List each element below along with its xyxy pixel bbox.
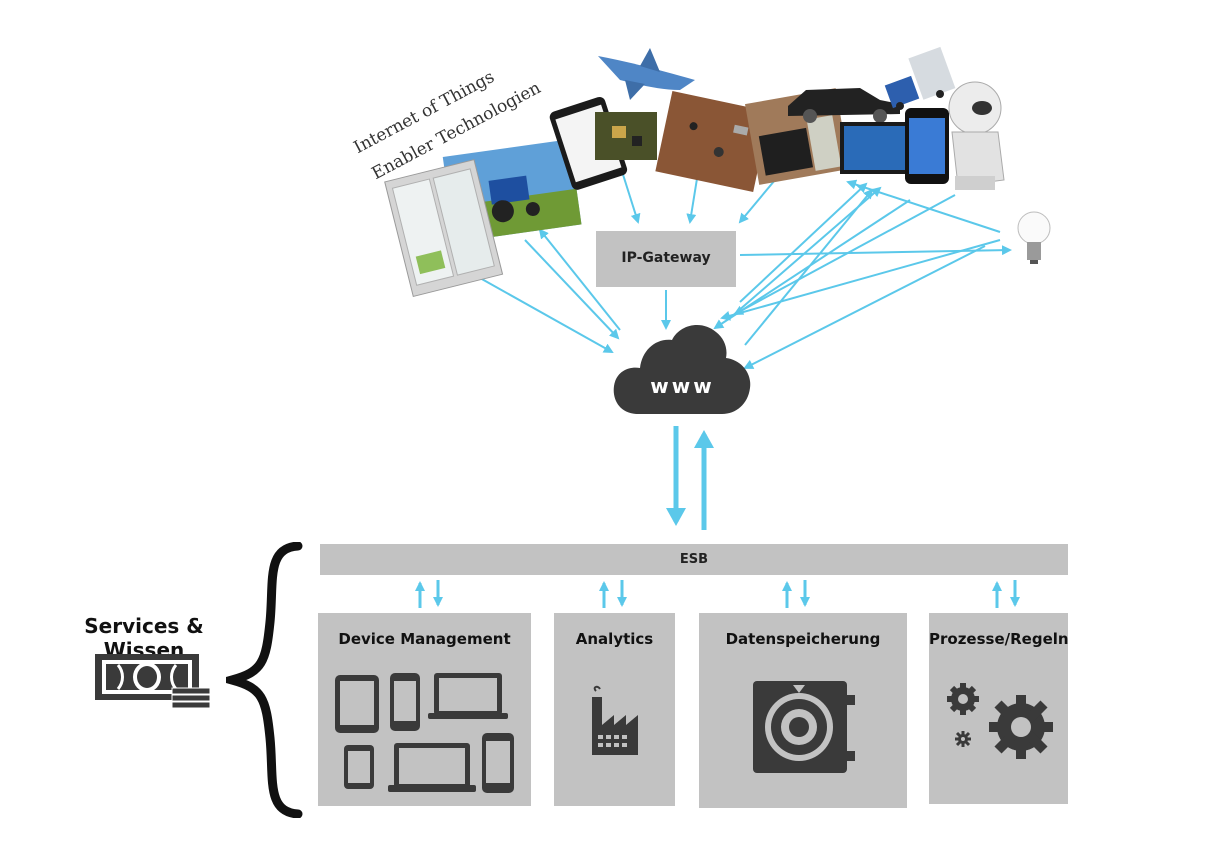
- arrow-fridge-cloud: [479, 277, 614, 353]
- arrow-tv-cloud-a: [739, 182, 868, 303]
- shark-image: [598, 48, 695, 100]
- esb-bar: ESB: [320, 544, 1068, 575]
- safe-icon: [753, 681, 855, 773]
- arrow-tractor-cloud: [524, 239, 620, 340]
- cloud-icon: [613, 325, 751, 414]
- iot-arrows: [479, 159, 1012, 369]
- module-title: Prozesse/Regeln: [929, 630, 1069, 648]
- module-title: Analytics: [575, 630, 654, 648]
- module-title: Datenspeicherung: [725, 630, 881, 648]
- light-bulb-image: [1017, 211, 1051, 264]
- car-image: [788, 88, 900, 123]
- curly-brace: [226, 542, 303, 818]
- refrigerator-image: [384, 159, 504, 298]
- arrow-keyboard-gateway: [738, 179, 776, 224]
- module-title: Device Management: [338, 630, 511, 648]
- arrow-cloud-tractor: [538, 228, 621, 331]
- ip-gateway-box: IP-Gateway: [596, 231, 736, 287]
- module-prozesse-regeln: Prozesse/Regeln: [929, 613, 1069, 804]
- ip-gateway-label: IP-Gateway: [621, 250, 711, 266]
- devices-icon: [335, 673, 514, 793]
- arrow-robot-cloud: [733, 194, 956, 315]
- module-device-management: Device Management: [318, 613, 531, 806]
- module-arrows: [415, 580, 1020, 608]
- money-icon: [95, 654, 211, 708]
- factory-icon: [592, 685, 638, 755]
- smartphone-image: [905, 108, 949, 184]
- cloud-label: www: [650, 374, 715, 398]
- truck-image: [884, 46, 956, 110]
- arrow-cloud-bulb: [743, 245, 986, 369]
- circuit-board-image: [595, 112, 657, 160]
- esb-label: ESB: [679, 552, 709, 567]
- module-datenspeicherung: Datenspeicherung: [699, 613, 907, 808]
- arrow-bulb-cloud: [720, 239, 1001, 321]
- esb-cloud-arrows: [666, 426, 714, 530]
- arrow-cloud-tv: [744, 188, 874, 346]
- robot-image: [948, 81, 1005, 190]
- electronics-parts-image: [655, 91, 771, 193]
- module-analytics: Analytics: [554, 613, 675, 806]
- gears-icon: [947, 683, 1053, 759]
